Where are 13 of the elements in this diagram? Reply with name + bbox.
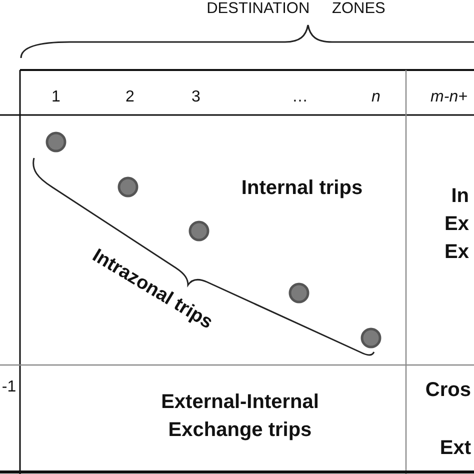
column-number: 3 [192,88,200,106]
region-label: Cros [425,379,471,401]
region-label: In Ex Ex [444,185,470,263]
column-number: m-n+ [430,88,468,106]
axis-title: DESTINATION ZONES [206,0,386,18]
region-label: Internal trips [241,177,363,199]
column-number: 1 [52,88,60,106]
row-number: -1 [2,378,16,396]
column-number: n [372,88,380,106]
region-label: Ext [440,437,471,459]
column-number: 2 [126,88,134,106]
ellipsis-label: … [292,88,308,106]
region-label: External-Internal Exchange trips [161,391,319,441]
